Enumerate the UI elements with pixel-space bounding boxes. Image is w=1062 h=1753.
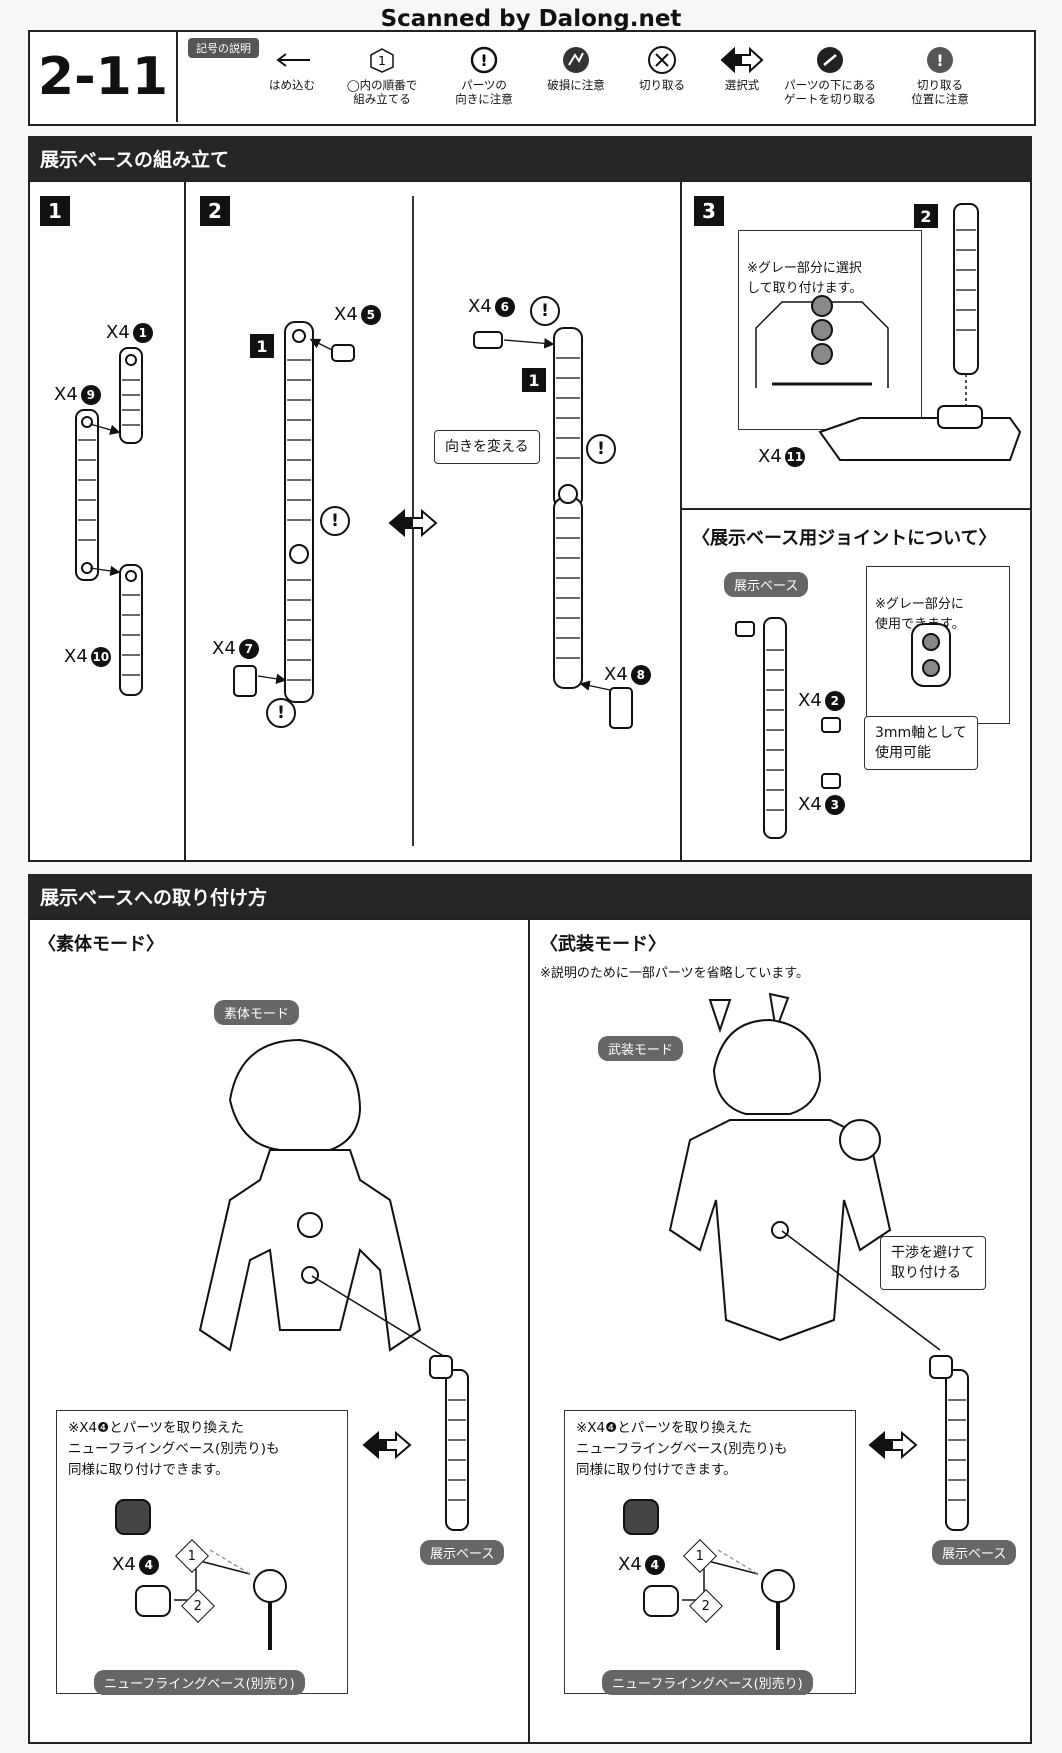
base-slot-illustration: [755, 295, 889, 388]
stand-arm-illustration: [429, 1355, 469, 1531]
product-tag: ニューフライングベース(別売り): [94, 1670, 305, 1695]
body-mode-title: 〈素体モード〉: [38, 934, 164, 955]
section-assembly-header: 展示ベースの組み立て: [28, 136, 1032, 180]
figure-body-mode-illustration: [198, 1038, 451, 1361]
legend-label: 切り取る 位置に注意: [911, 78, 969, 106]
gate-cut-icon: [775, 42, 885, 78]
double-arrow-icon: [388, 508, 438, 538]
flying-base-note: ※X4❹とパーツを取り換えた ニューフライングベース(別売り)も 同様に取り付け…: [68, 1420, 280, 1478]
flying-base-parts-illustration: [623, 1499, 795, 1650]
ref-step-2-badge: 2: [914, 204, 938, 228]
svg-text:!: !: [936, 51, 943, 70]
step-1-badge: 1: [40, 196, 70, 226]
step-3-badge: 3: [694, 196, 724, 226]
legend-item: 破損に注意: [521, 42, 631, 92]
callout-3mm-shaft: 3mm軸として 使用可能: [864, 716, 978, 770]
armed-mode-note: ※説明のために一部パーツを省略しています。: [540, 966, 809, 981]
legend-label: パーツの 向きに注意: [455, 78, 513, 106]
cut-position-icon: !: [885, 42, 995, 78]
legend-label: ◯内の順番で 組み立てる: [346, 78, 418, 106]
joint-arm-illustration: [735, 617, 841, 839]
scissors-icon: [607, 42, 717, 78]
step3-note-box: ※グレー部分に選択 して取り付けます。: [738, 230, 922, 430]
legend-item: ! 切り取る 位置に注意: [885, 42, 995, 106]
circled-number-icon: 1: [327, 42, 437, 78]
divider: [682, 508, 1032, 510]
exclamation-icon: !: [586, 434, 616, 464]
flying-base-parts-illustration: [115, 1499, 287, 1650]
double-arrow-icon: [868, 1430, 918, 1460]
legend-item: パーツの下にある ゲートを切り取る: [775, 42, 885, 106]
step3-note: ※グレー部分に選択 して取り付けます。: [747, 261, 863, 296]
double-arrow-icon: [362, 1430, 412, 1460]
step-number: 2-11: [30, 32, 178, 122]
section-assembly-title: 展示ベースの組み立て: [40, 148, 230, 171]
legend-label: はめ込む: [269, 78, 315, 92]
section-mounting-title: 展示ベースへの取り付け方: [40, 886, 268, 909]
armed-mode-tag: 武装モード: [598, 1036, 684, 1061]
step-2-badge: 2: [200, 196, 230, 226]
stand-arm-illustration: [233, 321, 355, 703]
display-base-tag: 展示ベース: [724, 572, 809, 597]
arm-parts-illustration: [75, 347, 143, 696]
divider: [528, 918, 530, 1744]
legend-label: 切り取る: [639, 78, 685, 92]
stand-arm-alt-illustration: [473, 327, 633, 729]
legend-label: 破損に注意: [547, 78, 605, 92]
legend-item: ! パーツの 向きに注意: [429, 42, 539, 106]
svg-text:!: !: [480, 51, 487, 70]
legend-item: 選択式: [687, 42, 797, 92]
ref-step-1-badge: 1: [522, 368, 546, 392]
display-base-illustration: [818, 203, 1022, 461]
product-tag: ニューフライングベース(別売り): [602, 1670, 813, 1695]
joint-title: 〈展示ベース用ジョイントについて〉: [692, 528, 997, 549]
exclamation-icon: !: [530, 296, 560, 326]
section-mounting-header: 展示ベースへの取り付け方: [28, 874, 1032, 918]
legend-item: はめ込む: [237, 42, 347, 92]
double-arrow-icon: [687, 42, 797, 78]
legend-item: 切り取る: [607, 42, 717, 92]
display-base-tag: 展示ベース: [420, 1540, 505, 1565]
figure-armed-mode-illustration: [668, 992, 941, 1351]
legend-label: 選択式: [724, 78, 760, 92]
broken-part-icon: [521, 42, 631, 78]
stand-arm-illustration: [929, 1355, 969, 1531]
joint-slot-illustration: [911, 623, 951, 687]
exclamation-icon: !: [266, 698, 296, 728]
legend-label: パーツの下にある ゲートを切り取る: [784, 78, 876, 106]
display-base-tag: 展示ベース: [932, 1540, 1017, 1565]
body-mode-tag: 素体モード: [214, 1000, 300, 1025]
exclamation-icon: !: [429, 42, 539, 78]
divider: [184, 180, 186, 862]
exclamation-icon: !: [320, 506, 350, 536]
flying-base-note: ※X4❹とパーツを取り換えた ニューフライングベース(別売り)も 同様に取り付け…: [576, 1420, 788, 1478]
scan-watermark: Scanned by Dalong.net: [380, 6, 682, 32]
legend-title: 記号の説明: [188, 38, 259, 58]
callout-avoid-interference: 干渉を避けて 取り付ける: [880, 1236, 986, 1290]
armed-mode-title: 〈武装モード〉: [540, 934, 666, 955]
arrow-left-icon: [237, 42, 347, 78]
callout-change-direction: 向きを変える: [434, 430, 540, 464]
divider: [680, 180, 682, 862]
svg-text:1: 1: [378, 54, 386, 68]
ref-step-1-badge: 1: [250, 334, 274, 358]
legend-item: 1 ◯内の順番で 組み立てる: [327, 42, 437, 106]
